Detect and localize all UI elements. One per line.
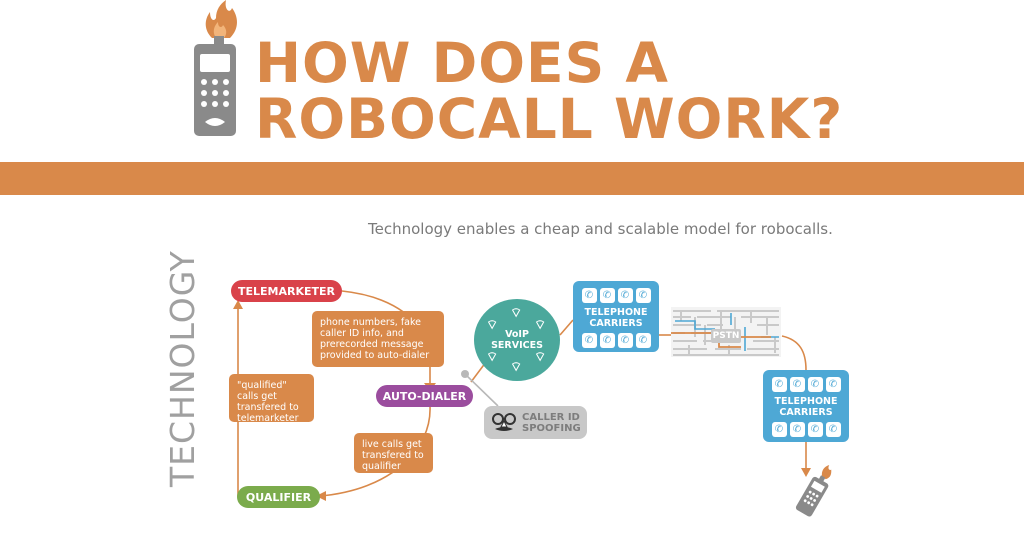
carriers-top-label-line-2: CARRIERS bbox=[589, 318, 643, 329]
phone-handset-icon: ✆ bbox=[807, 422, 823, 437]
node-telephone-carriers-right: ✆ ✆ ✆ ✆ TELEPHONE CARRIERS ✆ ✆ ✆ ✆ bbox=[763, 370, 849, 442]
carriers-right-label-line-1: TELEPHONE bbox=[774, 396, 838, 407]
phone-handset-icon: ✆ bbox=[825, 422, 841, 437]
voip-label-line-1: VoIP bbox=[505, 329, 529, 340]
burning-phone-icon bbox=[795, 465, 832, 517]
wifi-icon: ⌔ bbox=[486, 350, 499, 365]
note-provided-to-auto-dialer: phone numbers, fake caller ID info, and … bbox=[312, 311, 444, 367]
phone-handset-icon: ✆ bbox=[581, 288, 597, 303]
header-divider-band bbox=[0, 162, 1024, 195]
page-title-line-1: HOW DOES A bbox=[255, 31, 669, 95]
phone-handset-icon: ✆ bbox=[807, 377, 823, 392]
subtitle: Technology enables a cheap and scalable … bbox=[368, 220, 833, 238]
note-qualified-calls: "qualified" calls get transfered to tele… bbox=[229, 374, 314, 424]
wifi-icon: ⌔ bbox=[534, 350, 547, 365]
burning-phone-icon bbox=[194, 0, 237, 136]
wifi-icon: ⌔ bbox=[510, 306, 523, 321]
node-telephone-carriers-top: ✆ ✆ ✆ ✆ TELEPHONE CARRIERS ✆ ✆ ✆ ✆ bbox=[573, 281, 659, 352]
connector-voip-to-carriers bbox=[559, 319, 574, 336]
carriers-right-label-line-2: CARRIERS bbox=[779, 407, 833, 418]
phone-handset-icon: ✆ bbox=[617, 333, 633, 348]
page-title-line-2: ROBOCALL WORK? bbox=[255, 87, 844, 151]
wifi-icon: ⌔ bbox=[510, 360, 523, 375]
wifi-icon: ⌔ bbox=[534, 318, 547, 333]
pstn-network-graphic bbox=[671, 307, 781, 357]
voip-label-line-2: SERVICES bbox=[491, 340, 543, 351]
node-qualifier: QUALIFIER bbox=[237, 486, 320, 508]
disguise-mask-icon bbox=[492, 413, 516, 431]
phone-handset-icon: ✆ bbox=[771, 422, 787, 437]
phone-handset-icon: ✆ bbox=[789, 422, 805, 437]
phone-handset-icon: ✆ bbox=[789, 377, 805, 392]
phone-handset-icon: ✆ bbox=[635, 288, 651, 303]
connector-pstn-to-carriers bbox=[781, 335, 807, 371]
phone-handset-icon: ✆ bbox=[825, 377, 841, 392]
node-voip-services: ⌔ ⌔ ⌔ ⌔ ⌔ ⌔ VoIP SERVICES bbox=[474, 299, 560, 381]
pstn-label: PSTN bbox=[712, 331, 740, 341]
carriers-top-label-line-1: TELEPHONE bbox=[584, 307, 648, 318]
node-caller-id-spoofing: CALLER ID SPOOFING bbox=[484, 406, 587, 439]
node-auto-dialer: AUTO-DIALER bbox=[376, 385, 473, 407]
phone-handset-icon: ✆ bbox=[599, 288, 615, 303]
phone-handset-icon: ✆ bbox=[599, 333, 615, 348]
phone-handset-icon: ✆ bbox=[635, 333, 651, 348]
phone-handset-icon: ✆ bbox=[617, 288, 633, 303]
caller-id-label-line-2: SPOOFING bbox=[522, 423, 581, 434]
phone-handset-icon: ✆ bbox=[581, 333, 597, 348]
wifi-icon: ⌔ bbox=[486, 318, 499, 333]
node-telemarketer: TELEMARKETER bbox=[231, 280, 342, 302]
caller-id-label-line-1: CALLER ID bbox=[522, 412, 580, 423]
note-live-calls: live calls get transfered to qualifier bbox=[354, 433, 433, 473]
phone-handset-icon: ✆ bbox=[771, 377, 787, 392]
